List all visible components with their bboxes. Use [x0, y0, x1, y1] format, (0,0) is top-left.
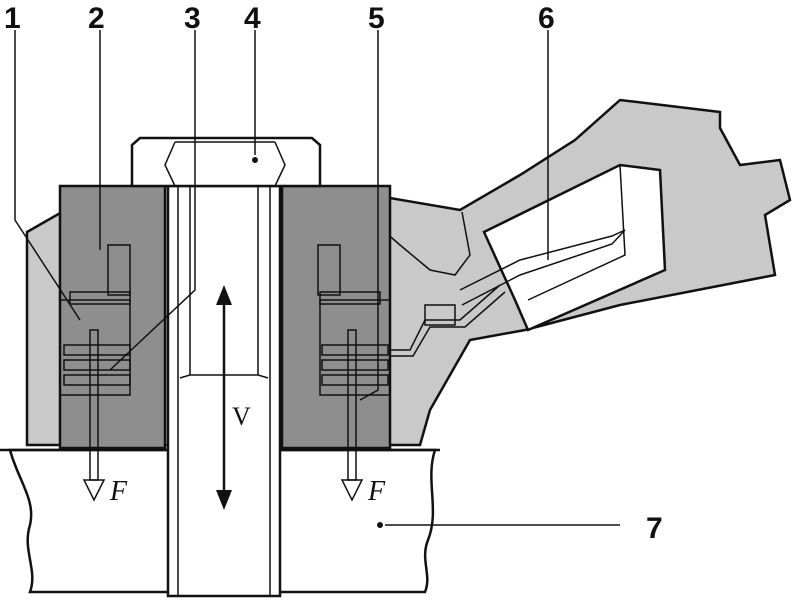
vibration-arrow — [216, 285, 232, 510]
label-3: 3 — [184, 2, 201, 35]
piezo-left — [59, 244, 131, 396]
force-symbol-right: F — [367, 476, 386, 507]
label-6: 6 — [538, 2, 555, 35]
piezo-right — [317, 244, 391, 396]
label-5: 5 — [368, 2, 385, 35]
sleeve-right — [280, 184, 392, 450]
force-symbol-left: F — [109, 476, 128, 507]
sleeve-left — [58, 184, 167, 450]
force-arrow-right — [340, 329, 364, 502]
label-2: 2 — [88, 2, 105, 35]
bolt-head — [130, 136, 322, 188]
contact-pin — [459, 229, 626, 306]
vibration-symbol: V — [232, 402, 251, 431]
force-arrow-left — [82, 329, 106, 502]
label-4: 4 — [244, 2, 261, 35]
label-7: 7 — [646, 512, 663, 545]
label-1: 1 — [4, 2, 21, 35]
